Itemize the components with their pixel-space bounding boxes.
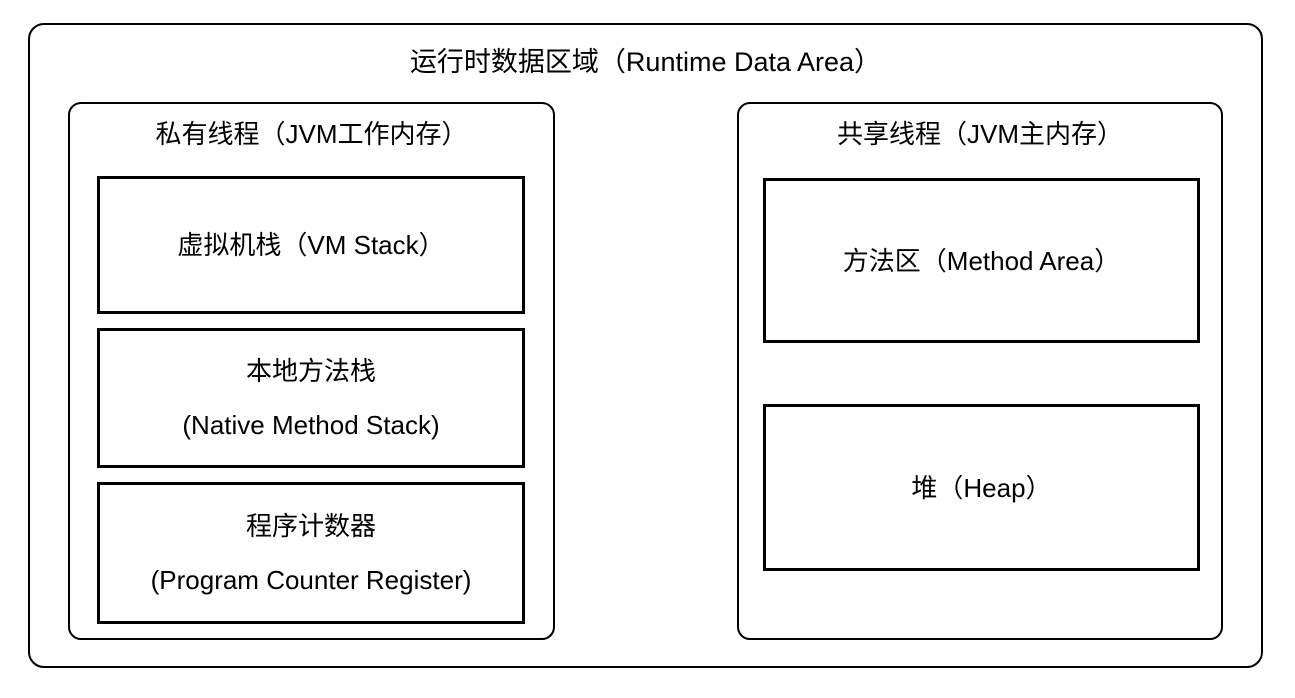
group-private-threads: 私有线程（JVM工作内存） 虚拟机栈（VM Stack） 本地方法栈 (Nati…: [68, 102, 555, 640]
box-heap: 堆（Heap）: [763, 404, 1200, 571]
box-heap-label: 堆（Heap）: [911, 472, 1052, 503]
box-vm-stack: 虚拟机栈（VM Stack）: [97, 176, 525, 314]
group-private-threads-title: 私有线程（JVM工作内存）: [155, 119, 468, 149]
box-vm-stack-label: 虚拟机栈（VM Stack）: [177, 230, 445, 260]
box-native-method-stack: 本地方法栈 (Native Method Stack): [97, 328, 525, 468]
box-native-method-stack-label-en: (Native Method Stack): [182, 410, 440, 440]
box-method-area: 方法区（Method Area）: [763, 178, 1200, 343]
runtime-data-area-box: 运行时数据区域（Runtime Data Area） 私有线程（JVM工作内存）…: [28, 23, 1263, 668]
box-program-counter-register-label-en: (Program Counter Register): [150, 565, 472, 595]
box-program-counter-register: 程序计数器 (Program Counter Register): [97, 482, 525, 624]
group-shared-threads: 共享线程（JVM主内存） 方法区（Method Area） 堆（Heap）: [737, 102, 1223, 640]
box-method-area-label: 方法区（Method Area）: [842, 245, 1121, 276]
diagram-title: 运行时数据区域（Runtime Data Area）: [409, 47, 882, 77]
box-program-counter-register-label-cn: 程序计数器: [245, 511, 376, 541]
group-shared-threads-title: 共享线程（JVM主内存）: [836, 119, 1123, 149]
box-native-method-stack-label-cn: 本地方法栈: [245, 356, 376, 386]
